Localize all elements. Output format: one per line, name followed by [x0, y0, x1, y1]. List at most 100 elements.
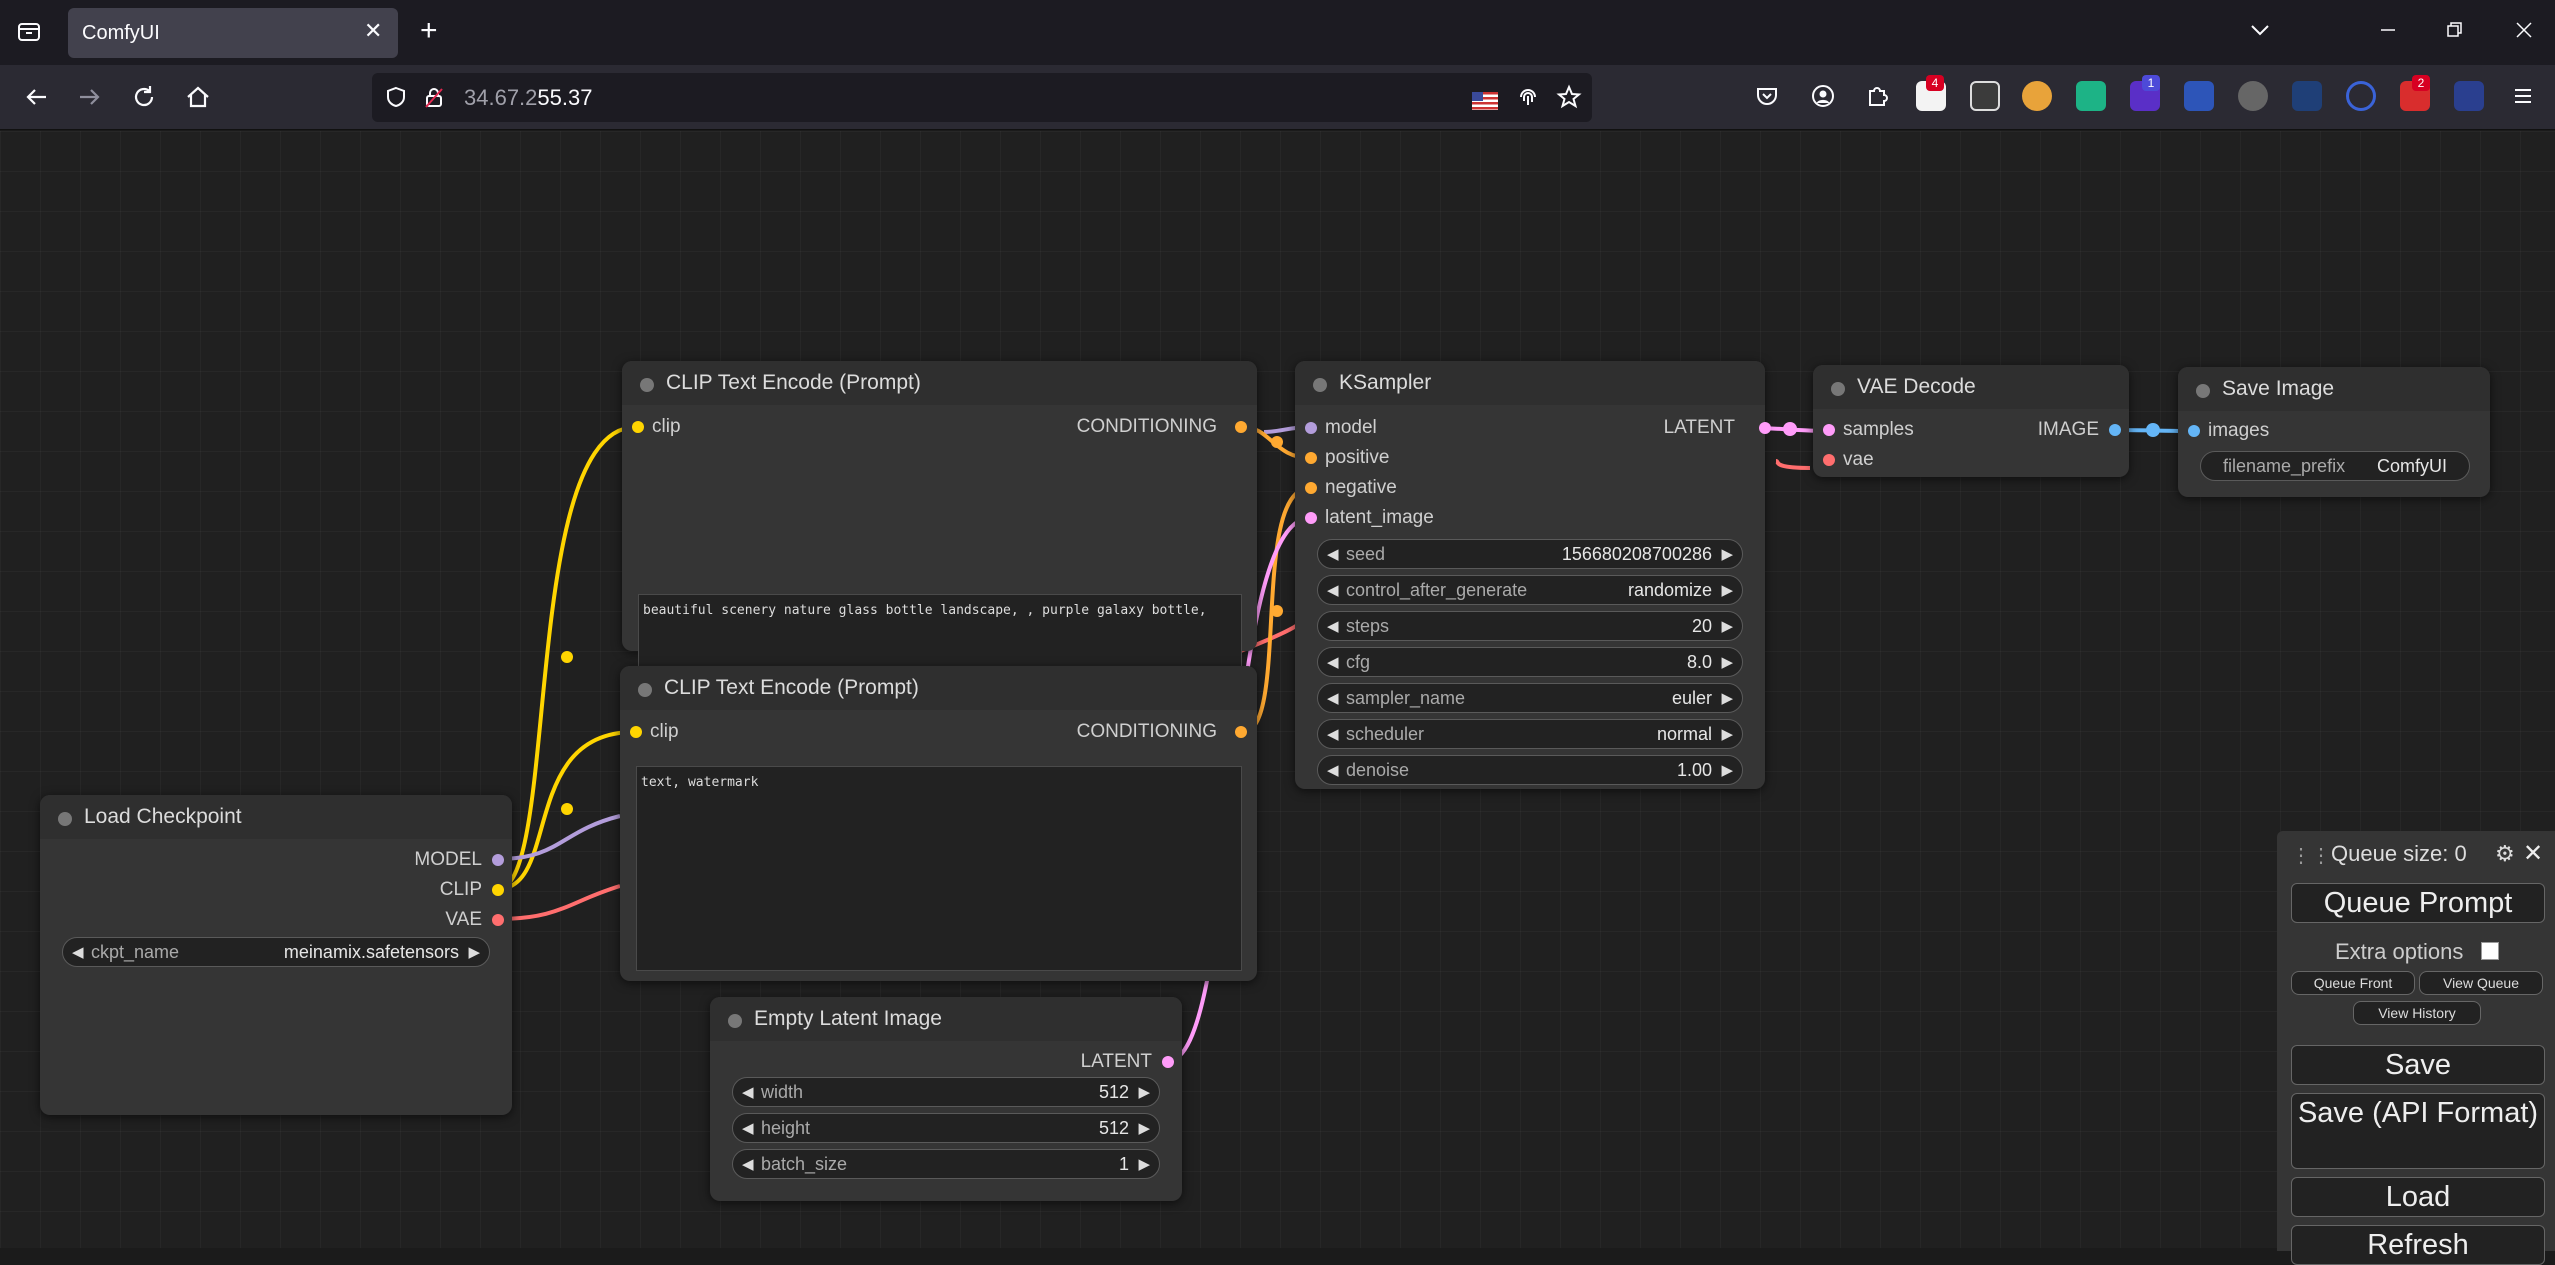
collapse-dot-icon[interactable] [1831, 382, 1845, 396]
sampler-name-widget[interactable]: ◀ sampler_name euler ▶ [1317, 683, 1743, 713]
load-button[interactable]: Load [2291, 1177, 2545, 1217]
bookmark-star-icon[interactable] [1556, 84, 1582, 114]
increment-arrow-icon[interactable]: ▶ [1721, 726, 1733, 743]
save-image-node[interactable]: Save Image images filename_prefix ComfyU… [2178, 367, 2490, 497]
vae-input-pin[interactable] [1823, 454, 1835, 466]
back-arrow-icon[interactable] [22, 83, 50, 115]
refresh-button[interactable]: Refresh [2291, 1225, 2545, 1265]
firefox-view-icon[interactable] [16, 19, 42, 49]
collapse-dot-icon[interactable] [638, 683, 652, 697]
url-field[interactable]: 34.67.255.37 [372, 73, 1592, 122]
save-api-format-button[interactable]: Save (API Format) [2291, 1093, 2545, 1169]
filename-prefix-widget[interactable]: filename_prefix ComfyUI [2200, 451, 2470, 481]
pocket-icon[interactable] [1754, 83, 1780, 113]
restore-icon[interactable] [2442, 18, 2466, 46]
node-header[interactable]: Empty Latent Image [710, 997, 1182, 1041]
decrement-arrow-icon[interactable]: ◀ [1327, 546, 1339, 563]
load-checkpoint-node[interactable]: Load Checkpoint MODEL CLIP VAE ◀ ckpt_na… [40, 795, 512, 1115]
extension-blue-icon[interactable] [2184, 81, 2214, 111]
decrement-arrow-icon[interactable]: ◀ [1327, 582, 1339, 599]
batch-size-widget[interactable]: ◀ batch_size 1 ▶ [732, 1149, 1160, 1179]
shield-icon[interactable] [384, 85, 408, 113]
vae-decode-node[interactable]: VAE Decode samples vae IMAGE [1813, 365, 2129, 477]
extension-code-icon[interactable] [2076, 81, 2106, 111]
queue-front-button[interactable]: Queue Front [2291, 971, 2415, 995]
clip-text-encode-positive-node[interactable]: CLIP Text Encode (Prompt) clip CONDITION… [622, 361, 1257, 770]
seed-widget[interactable]: ◀ seed 156680208700286 ▶ [1317, 539, 1743, 569]
ksampler-node[interactable]: KSampler model positive negative latent_… [1295, 361, 1771, 789]
vae-output-pin[interactable] [492, 914, 504, 926]
conditioning-output-pin[interactable] [1235, 726, 1247, 738]
extension-gear-icon[interactable] [2238, 81, 2268, 111]
fingerprint-icon[interactable] [1516, 85, 1540, 113]
negative-input-pin[interactable] [1305, 482, 1317, 494]
increment-arrow-icon[interactable]: ▶ [1721, 618, 1733, 635]
collapse-dot-icon[interactable] [58, 812, 72, 826]
account-icon[interactable] [1810, 83, 1836, 113]
increment-arrow-icon[interactable]: ▶ [1721, 690, 1733, 707]
tab-comfyui[interactable]: ComfyUI ✕ [68, 8, 398, 58]
close-icon[interactable]: ✕ [2523, 840, 2544, 867]
increment-arrow-icon[interactable]: ▶ [1138, 1120, 1150, 1137]
extension-circle-icon[interactable] [2346, 81, 2376, 111]
drag-handle-icon[interactable]: ⋮⋮ [2291, 845, 2331, 867]
extensions-puzzle-icon[interactable] [1864, 83, 1890, 113]
clip-output-pin[interactable] [492, 884, 504, 896]
close-tab-icon[interactable]: ✕ [364, 18, 383, 43]
decrement-arrow-icon[interactable]: ◀ [1327, 726, 1339, 743]
collapse-dot-icon[interactable] [728, 1014, 742, 1028]
decrement-arrow-icon[interactable]: ◀ [1327, 618, 1339, 635]
insecure-lock-icon[interactable] [422, 85, 446, 113]
width-widget[interactable]: ◀ width 512 ▶ [732, 1077, 1160, 1107]
save-button[interactable]: Save [2291, 1045, 2545, 1085]
node-header[interactable]: VAE Decode [1813, 365, 2129, 409]
conditioning-output-pin[interactable] [1235, 421, 1247, 433]
extension-fy-icon[interactable] [2454, 81, 2484, 111]
queue-prompt-button[interactable]: Queue Prompt [2291, 883, 2545, 923]
latent-output-pin[interactable] [1759, 422, 1771, 434]
cfg-widget[interactable]: ◀ cfg 8.0 ▶ [1317, 647, 1743, 677]
steps-widget[interactable]: ◀ steps 20 ▶ [1317, 611, 1743, 641]
increment-arrow-icon[interactable]: ▶ [468, 944, 480, 961]
extension-glasses-icon[interactable] [1970, 81, 2000, 111]
prompt-textarea[interactable]: text, watermark [636, 766, 1242, 971]
latent-output-pin[interactable] [1162, 1056, 1174, 1068]
image-output-pin[interactable] [2109, 424, 2121, 436]
node-header[interactable]: Load Checkpoint [40, 795, 512, 839]
decrement-arrow-icon[interactable]: ◀ [742, 1120, 754, 1137]
view-queue-button[interactable]: View Queue [2419, 971, 2543, 995]
model-input-pin[interactable] [1305, 422, 1317, 434]
extension-emoji-icon[interactable] [2022, 81, 2052, 111]
decrement-arrow-icon[interactable]: ◀ [1327, 762, 1339, 779]
positive-input-pin[interactable] [1305, 452, 1317, 464]
clip-input-pin[interactable] [630, 726, 642, 738]
decrement-arrow-icon[interactable]: ◀ [742, 1084, 754, 1101]
decrement-arrow-icon[interactable]: ◀ [742, 1156, 754, 1173]
reload-icon[interactable] [130, 83, 158, 115]
extra-options-checkbox[interactable] [2481, 942, 2499, 960]
url-text[interactable]: 34.67.255.37 [464, 85, 592, 111]
node-header[interactable]: CLIP Text Encode (Prompt) [620, 666, 1257, 710]
increment-arrow-icon[interactable]: ▶ [1138, 1156, 1150, 1173]
denoise-widget[interactable]: ◀ denoise 1.00 ▶ [1317, 755, 1743, 785]
comfyui-graph-canvas[interactable]: CLIP Text Encode (Prompt) clip CONDITION… [0, 131, 2555, 1248]
samples-input-pin[interactable] [1823, 424, 1835, 436]
scheduler-widget[interactable]: ◀ scheduler normal ▶ [1317, 719, 1743, 749]
collapse-dot-icon[interactable] [640, 378, 654, 392]
control-after-generate-widget[interactable]: ◀ control_after_generate randomize ▶ [1317, 575, 1743, 605]
list-tabs-chevron-down-icon[interactable] [2248, 18, 2272, 46]
node-header[interactable]: Save Image [2178, 367, 2490, 411]
node-header[interactable]: CLIP Text Encode (Prompt) [622, 361, 1257, 405]
collapse-dot-icon[interactable] [2196, 384, 2210, 398]
close-window-icon[interactable] [2512, 18, 2536, 46]
increment-arrow-icon[interactable]: ▶ [1721, 654, 1733, 671]
new-tab-icon[interactable]: + [420, 14, 438, 47]
height-widget[interactable]: ◀ height 512 ▶ [732, 1113, 1160, 1143]
view-history-button[interactable]: View History [2353, 1001, 2481, 1025]
ckpt-name-widget[interactable]: ◀ ckpt_name meinamix.safetensors ▶ [62, 937, 490, 967]
decrement-arrow-icon[interactable]: ◀ [1327, 654, 1339, 671]
clip-text-encode-negative-node[interactable]: CLIP Text Encode (Prompt) clip CONDITION… [620, 666, 1257, 981]
empty-latent-image-node[interactable]: Empty Latent Image LATENT ◀ width 512 ▶ … [710, 997, 1182, 1201]
gear-icon[interactable]: ⚙ [2495, 841, 2515, 866]
model-output-pin[interactable] [492, 854, 504, 866]
